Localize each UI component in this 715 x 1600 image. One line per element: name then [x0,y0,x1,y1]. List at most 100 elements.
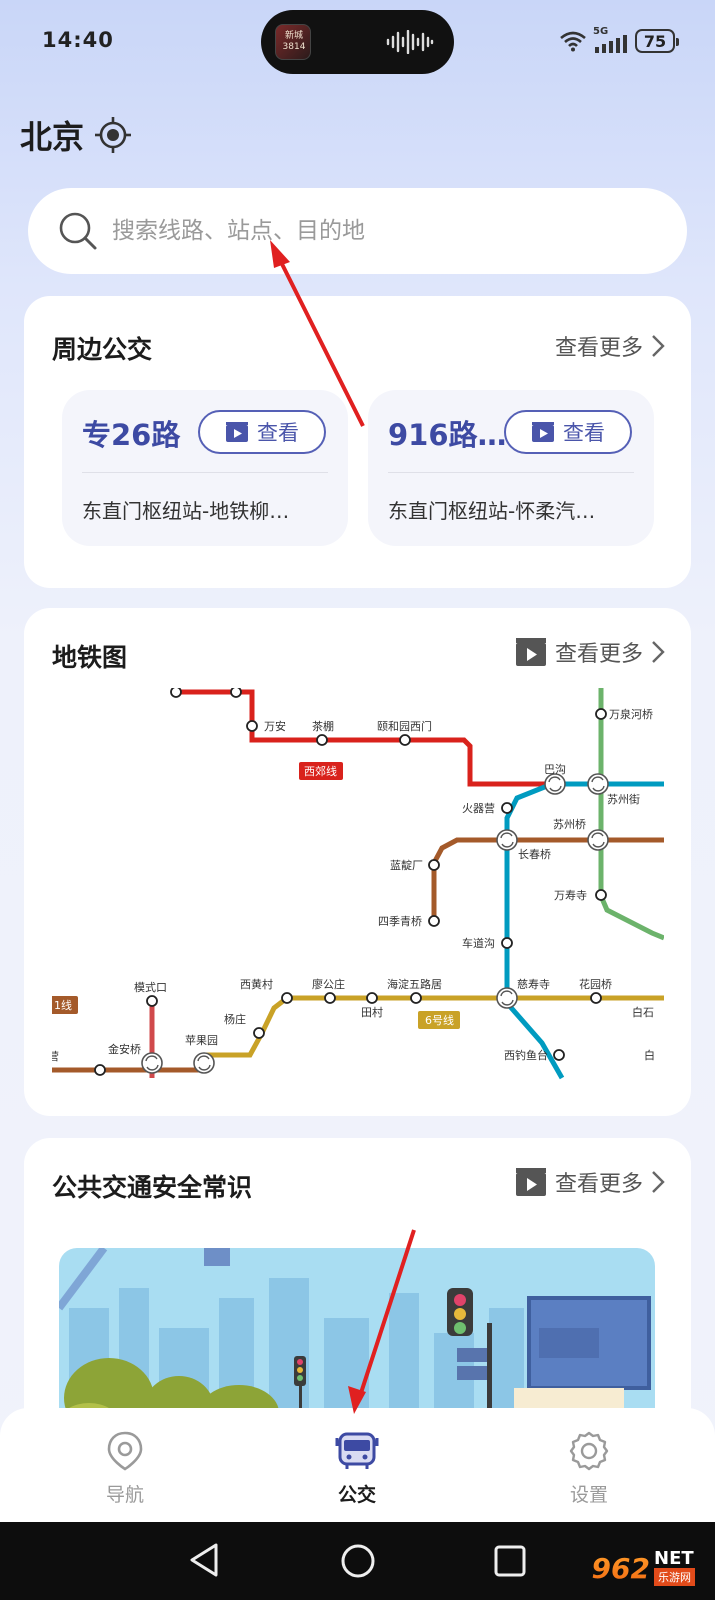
traffic-safety-illustration[interactable] [59,1248,655,1433]
subway-more-link[interactable]: 查看更多 [515,636,665,668]
navigation-pin-icon [107,1431,143,1471]
system-navigation-bar [0,1522,715,1600]
station-label[interactable]: 廖公庄 [312,977,345,991]
view-label: 查看 [257,421,299,445]
station-label[interactable]: 海淀五路居 [387,977,442,991]
search-bar[interactable] [28,188,687,274]
nav-item-bus[interactable]: 公交 [307,1430,407,1507]
bus-icon [335,1432,379,1469]
nearby-bus-title: 周边公交 [52,335,153,364]
station-label[interactable]: 苹果园 [185,1033,218,1047]
station-label[interactable]: 茶棚 [312,719,334,733]
safety-more-link[interactable]: 查看更多 [515,1166,665,1198]
more-label: 查看更多 [554,336,643,361]
status-time: 14:40 [42,28,114,52]
audio-wave-icon [386,30,434,54]
transfer-markers [141,773,609,1074]
station-label[interactable]: 西黄村 [240,977,273,991]
divider [82,472,328,473]
station-label[interactable]: 火器营 [462,801,495,815]
battery-indicator: 75 [635,29,679,53]
route-description: 东直门枢纽站-怀柔汽… [388,499,596,523]
safety-card: 公共交通安全常识 查看更多 [24,1138,691,1438]
station-label[interactable]: 金安桥 [108,1042,141,1056]
back-icon[interactable] [188,1542,220,1578]
view-label: 查看 [563,421,605,445]
nav-label: 导航 [105,1484,144,1506]
watermark-suffix: NET [654,1548,694,1569]
route-card-1[interactable]: 专26路 查看 东直门枢纽站-地铁柳… [62,390,348,546]
route-card-2[interactable]: 916路… 查看 东直门枢纽站-怀柔汽… [368,390,654,546]
station-label[interactable]: 杨庄 [224,1012,246,1026]
subway-title: 地铁图 [52,643,128,672]
station-label[interactable]: 西钓鱼台 [504,1048,548,1062]
station-label[interactable]: 苏州街 [607,792,640,806]
transfer-glyphs [145,776,605,1071]
video-clip-icon [226,422,248,442]
chevron-right-icon [652,335,665,357]
station-label[interactable]: 田村 [361,1005,383,1019]
network-type: 5G [593,26,609,37]
station-label[interactable]: 模式口 [134,981,167,994]
nav-item-navigation[interactable]: 导航 [75,1430,175,1507]
line-badge-label: 6号线 [425,1013,454,1027]
cellular-signal-icon: 5G [593,26,629,53]
station-label[interactable]: 白 [644,1048,655,1062]
view-route-button[interactable]: 查看 [504,410,632,454]
chevron-right-icon [652,1171,665,1193]
more-label: 查看更多 [554,1172,643,1197]
line-1-brown [431,837,664,921]
view-route-button[interactable]: 查看 [198,410,326,454]
station-label[interactable]: 白石 [632,1005,654,1019]
station-label[interactable]: 四季青桥 [378,915,422,928]
recents-icon[interactable] [493,1544,527,1578]
subway-map[interactable]: 万安 茶棚 颐和园西门 巴沟 苏州街 万泉河桥 火器营 苏州桥 长春桥 蓝靛厂 … [52,688,664,1098]
station-label: 营 [52,1049,59,1063]
watermark-text: NET 乐游网 [654,1550,695,1586]
station-markers [94,688,607,1076]
station-label[interactable]: 巴沟 [544,763,566,776]
search-icon [59,212,97,250]
nav-label: 设置 [569,1484,608,1506]
line-16-green [598,688,664,941]
nearby-bus-more-link[interactable]: 查看更多 [555,330,665,362]
station-label[interactable]: 颐和园西门 [377,719,432,733]
gear-icon [569,1431,609,1471]
search-input[interactable] [112,218,632,244]
line-badge [299,762,343,780]
station-label[interactable]: 蓝靛厂 [390,858,423,872]
video-clip-icon [532,422,554,442]
station-label[interactable]: 花园桥 [579,978,612,991]
station-label[interactable]: 慈寿寺 [517,977,550,991]
city-selector[interactable]: 北京 [20,112,132,158]
safety-title: 公共交通安全常识 [52,1173,253,1202]
line-badge [418,1011,460,1029]
home-icon[interactable] [339,1542,377,1580]
line-badge-label: 1线 [54,998,72,1012]
station-label[interactable]: 万泉河桥 [609,707,653,721]
subway-map-card: 地铁图 查看更多 [24,608,691,1116]
locate-icon[interactable] [94,116,132,154]
bottom-navigation: 导航 公交 设置 [0,1408,715,1522]
line-badge-label: 西郊线 [304,764,337,778]
watermark-site: 乐游网 [654,1568,695,1586]
route-description: 东直门枢纽站-地铁柳… [82,499,290,523]
video-clip-icon [515,1168,546,1196]
station-label[interactable]: 车道沟 [462,936,495,950]
status-icons: 5G 75 [559,26,679,56]
station-label[interactable]: 长春桥 [518,848,551,861]
route-name: 专26路 [82,418,181,452]
route-name: 916路… [388,418,507,452]
chevron-right-icon [652,641,665,663]
station-label[interactable]: 万安 [264,719,286,733]
station-label[interactable]: 万寿寺 [554,888,587,902]
watermark-logo: 962 NET 乐游网 [592,1550,695,1586]
watermark-number: 962 [591,1551,650,1585]
station-label[interactable]: 苏州桥 [553,818,586,831]
divider [388,472,634,473]
city-name: 北京 [20,118,85,156]
nav-item-settings[interactable]: 设置 [539,1430,639,1507]
